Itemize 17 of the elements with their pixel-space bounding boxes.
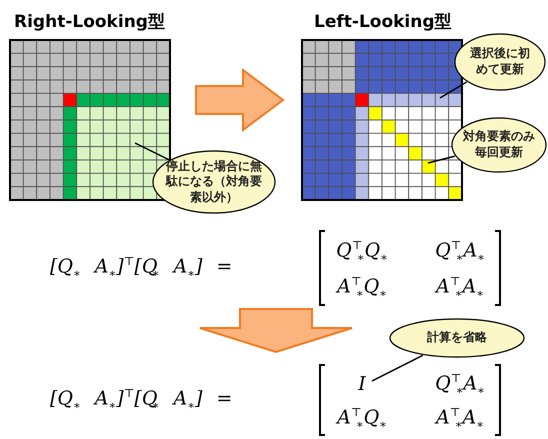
matrix-entry: Q$^{⊤}$$_{∗}$A$_{∗}$ [435, 238, 485, 264]
speech-bubble: 対角要素のみ毎回更新 [451, 117, 547, 173]
leader-line [372, 354, 424, 382]
speech-bubble: 停止した場合に無駄になる（対角要素以外） [152, 150, 276, 214]
matrix-entry: A$^{⊤}$$_{∗}$A$_{∗}$ [436, 274, 484, 300]
block-arrow [195, 68, 285, 132]
matrix-entry: Q$^{⊤}$$_{∗}$A$_{∗}$ [435, 371, 485, 398]
matrix-entry: A$^{⊤}$$_{∗}$Q$_{∗}$ [337, 274, 387, 300]
matrix-entry: A$^{⊤}$$_{∗}$A$_{∗}$ [436, 404, 484, 432]
matrix-entry: A$^{⊤}$$_{∗}$Q$_{∗}$ [337, 404, 387, 432]
matrix-entry: I [358, 373, 366, 396]
speech-bubble: 選択後に初めて更新 [454, 33, 546, 91]
grid-title: Right-Looking型 [14, 11, 165, 33]
matrix-entry: Q$^{⊤}$$_{∗}$Q$_{∗}$ [336, 238, 388, 264]
grid-title: Left-Looking型 [314, 11, 452, 33]
speech-bubble: 計算を省略 [389, 318, 525, 358]
block-arrow [199, 308, 353, 354]
